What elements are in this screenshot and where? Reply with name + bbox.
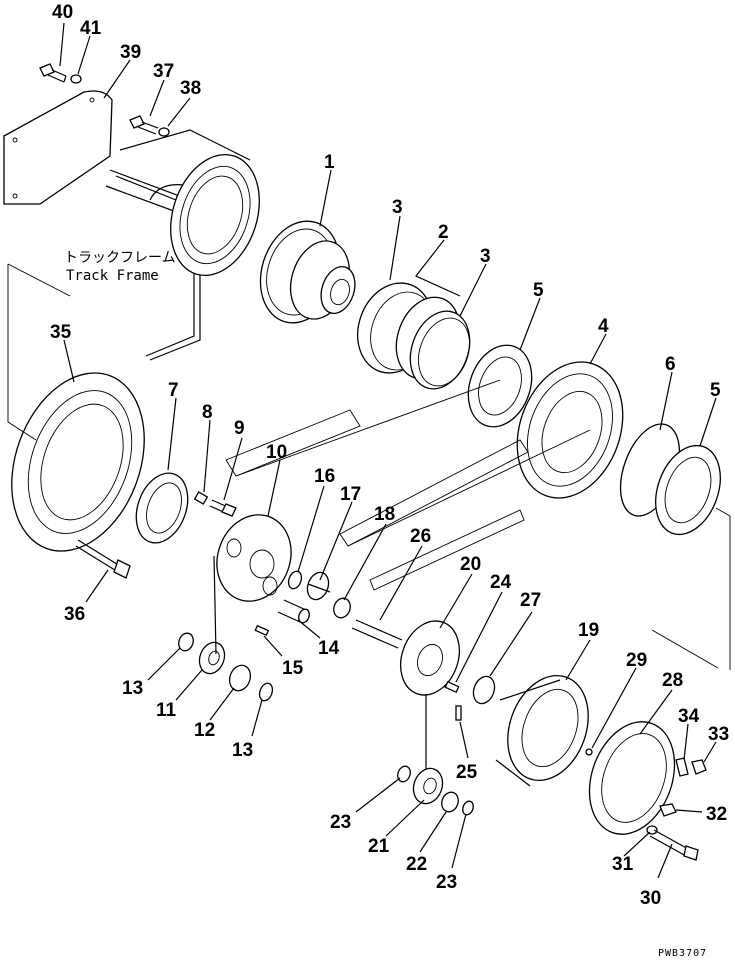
bolt-37 [129, 115, 159, 135]
callout-22: 22 [406, 854, 427, 875]
washer-23-top [397, 765, 411, 783]
ring-16 [287, 570, 303, 590]
callout-13-right: 13 [232, 740, 253, 761]
callout-20: 20 [460, 554, 481, 575]
callout-11: 11 [156, 700, 177, 721]
callout-34: 34 [678, 706, 700, 727]
callout-26: 26 [410, 526, 431, 547]
illustration [3, 63, 731, 861]
callout-1: 1 [324, 152, 335, 173]
callout-7: 7 [168, 380, 179, 401]
callout-5-right: 5 [710, 380, 721, 401]
bearing-12 [228, 664, 252, 692]
callout-27: 27 [520, 590, 541, 611]
callout-29: 29 [626, 650, 647, 671]
callout-12: 12 [194, 720, 215, 741]
callout-37: 37 [153, 61, 174, 82]
callout-9: 9 [234, 418, 245, 439]
callout-23-left: 23 [330, 812, 351, 833]
track-frame-label-en: Track Frame [66, 268, 159, 284]
callout-19: 19 [578, 620, 599, 641]
callout-5-mid: 5 [533, 280, 544, 301]
callout-40: 40 [52, 2, 73, 23]
plug-32 [659, 803, 677, 817]
shaft-14 [277, 599, 310, 624]
shaft-26 [351, 619, 403, 649]
washer-27 [472, 675, 496, 705]
callout-14: 14 [318, 638, 340, 659]
drawing-code: PWB3707 [658, 948, 707, 959]
washer-13-bottom [258, 682, 274, 702]
callout-24: 24 [490, 572, 512, 593]
bearing-22 [441, 791, 459, 813]
callout-17: 17 [340, 484, 361, 505]
cover-39 [3, 90, 113, 205]
callout-38: 38 [180, 78, 201, 99]
washer-38 [158, 127, 170, 137]
hub-19 [495, 674, 589, 787]
washer-41 [70, 74, 82, 84]
pin-25 [455, 705, 462, 721]
callout-4: 4 [598, 316, 609, 337]
callout-21: 21 [368, 836, 390, 857]
callout-31: 31 [612, 854, 634, 875]
callout-2: 2 [438, 222, 449, 243]
bearing-21 [412, 767, 444, 805]
callout-36: 36 [64, 604, 85, 625]
snap-ring-18 [333, 597, 351, 619]
callout-41: 41 [80, 18, 102, 39]
gear-17 [306, 571, 331, 601]
drive-motor-1 [259, 220, 356, 324]
track-frame-label-jp: トラックフレーム [64, 250, 176, 266]
pin-15 [254, 624, 270, 637]
bolt-40 [39, 63, 67, 83]
callout-13-left: 13 [122, 678, 143, 699]
callout-32: 32 [706, 804, 727, 825]
bearing-5-left [467, 344, 533, 428]
ring-7 [135, 472, 189, 544]
callout-39: 39 [120, 42, 141, 63]
bearing-5-right [655, 444, 721, 536]
callout-8: 8 [202, 402, 213, 423]
callout-33: 33 [708, 724, 729, 745]
track-frame-housing [105, 129, 260, 361]
callout-30: 30 [640, 888, 661, 909]
callout-3-mid: 3 [480, 246, 491, 267]
callout-28: 28 [662, 670, 683, 691]
callout-6: 6 [665, 354, 676, 375]
callout-18: 18 [374, 504, 395, 525]
callout-35: 35 [50, 322, 72, 343]
plug-33 [691, 759, 707, 775]
leader-lines [59, 22, 717, 879]
callout-10: 10 [266, 442, 287, 463]
washer-23-bottom [462, 800, 474, 816]
callout-25: 25 [456, 762, 478, 783]
cover-28 [588, 721, 676, 835]
callout-3-top: 3 [392, 197, 403, 218]
pin-8 [193, 491, 209, 505]
callout-15: 15 [282, 658, 304, 679]
sprocket-35 [11, 372, 145, 552]
carrier-10 [216, 514, 292, 602]
ring-gear-4 [516, 361, 624, 499]
washer-13-top [178, 632, 194, 652]
bolt-36 [75, 539, 131, 579]
bolt-30 [649, 829, 699, 861]
bolt-9 [209, 499, 237, 517]
callouts: 40 41 39 37 38 1 3 2 3 5 4 6 5 35 7 8 9 … [50, 2, 729, 909]
pin-24 [444, 680, 460, 694]
ball-29 [585, 748, 593, 756]
plate-34 [675, 757, 689, 777]
callout-16: 16 [314, 466, 335, 487]
callout-23-right: 23 [436, 872, 457, 893]
